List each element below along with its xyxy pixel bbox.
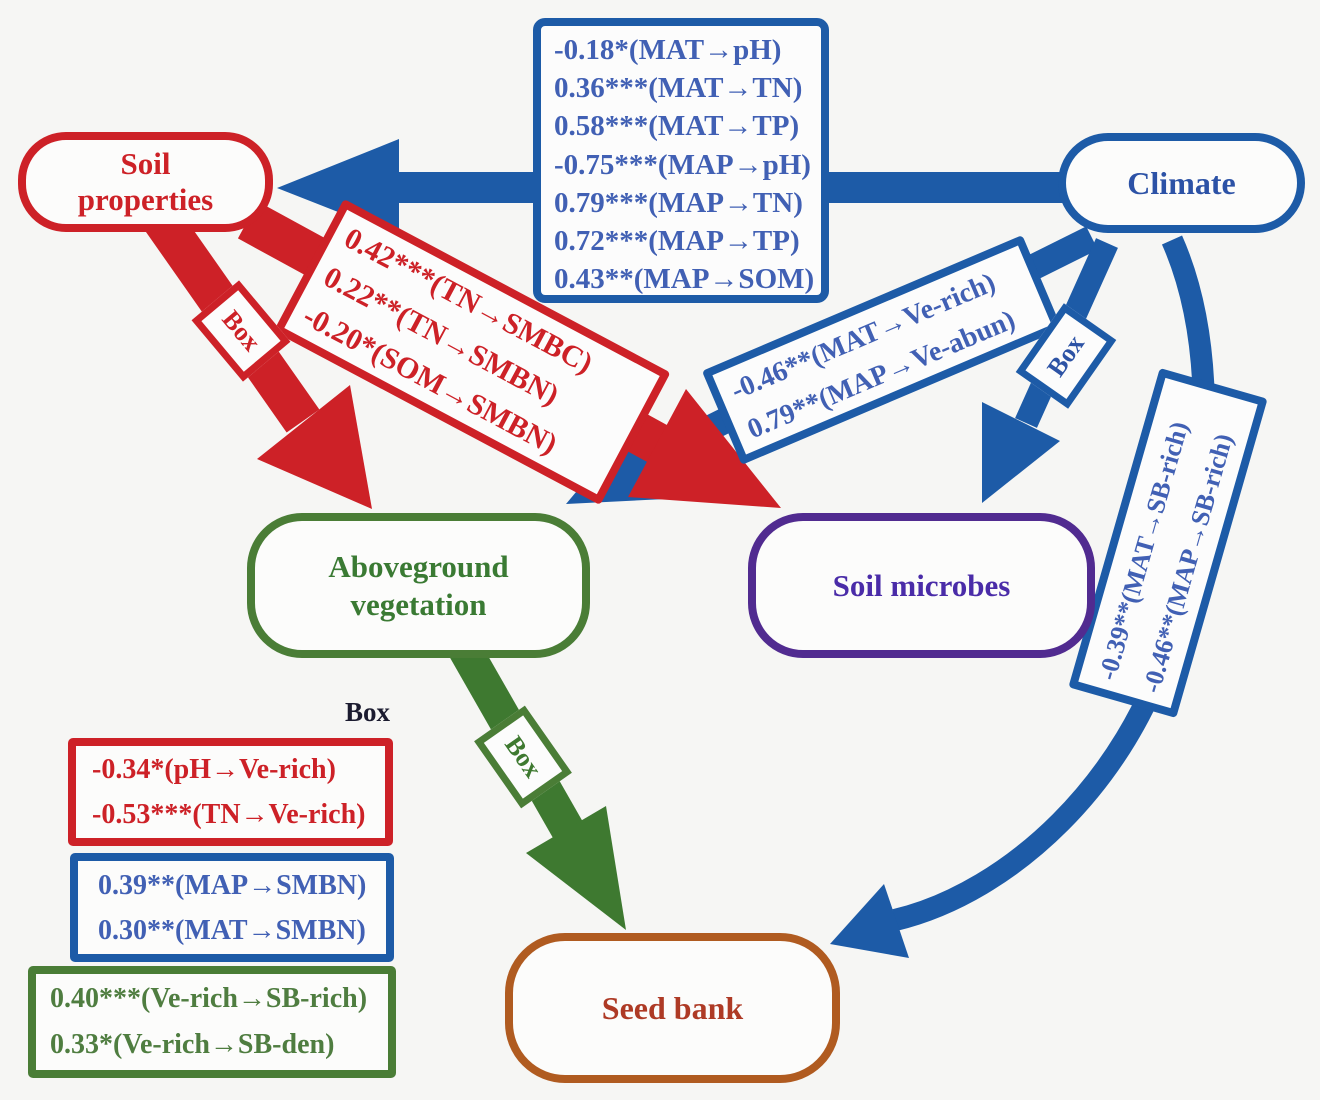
coef-line: -0.75***(MAP→pH) xyxy=(554,148,811,181)
arrow-vegetation-to-seedbank-head xyxy=(526,806,626,930)
node-soil-microbes: Soil microbes xyxy=(748,513,1095,658)
box-marker-label: Box xyxy=(216,304,267,357)
legend-line: -0.34*(pH→Ve-rich) xyxy=(92,754,336,785)
node-label: vegetation xyxy=(350,586,487,622)
coef-line: 0.72***(MAP→TP) xyxy=(554,225,800,258)
legend-title-text: Box xyxy=(344,697,390,727)
arrow-climate-to-microbes-head xyxy=(982,402,1060,503)
coef-line: 0.79***(MAP→TN) xyxy=(554,186,803,219)
node-label: Soil microbes xyxy=(832,567,1011,603)
legend-line: -0.53***(TN→Ve-rich) xyxy=(92,799,366,830)
coef-line: 0.36***(MAT→TN) xyxy=(554,72,803,105)
node-label: Climate xyxy=(1127,164,1236,201)
legend-line: 0.33*(Ve-rich→SB-den) xyxy=(50,1029,335,1060)
coef-line: 0.58***(MAT→TP) xyxy=(554,110,800,143)
node-seed-bank: Seed bank xyxy=(505,933,840,1083)
arrow-climate-to-seedbank-head xyxy=(830,884,909,958)
node-label: Seed bank xyxy=(601,989,744,1026)
node-label: properties xyxy=(77,182,214,217)
label-climate-to-soil-properties: -0.18*(MAT→pH) 0.36***(MAT→TN) 0.58***(M… xyxy=(533,18,829,303)
box-marker-label: Box xyxy=(499,730,548,783)
coef-line: -0.18*(MAT→pH) xyxy=(554,34,782,66)
legend-line: 0.40***(Ve-rich→SB-rich) xyxy=(50,983,368,1014)
legend-line: 0.30**(MAT→SMBN) xyxy=(98,914,366,946)
box-marker-label: Box xyxy=(1041,329,1090,382)
coef-line: 0.43**(MAP→SOM) xyxy=(554,263,815,296)
legend-red-box: -0.34*(pH→Ve-rich) -0.53***(TN→Ve-rich) xyxy=(68,738,393,846)
arrow-soil-to-vegetation-head xyxy=(257,385,372,509)
legend-line: 0.39**(MAP→SMBN) xyxy=(98,869,367,901)
legend-blue-box: 0.39**(MAP→SMBN) 0.30**(MAT→SMBN) xyxy=(70,853,394,962)
node-aboveground-vegetation: Aboveground vegetation xyxy=(247,513,590,658)
legend-green-box: 0.40***(Ve-rich→SB-rich) 0.33*(Ve-rich→S… xyxy=(28,966,396,1078)
node-soil-properties: Soil properties xyxy=(18,132,273,232)
node-climate: Climate xyxy=(1058,133,1305,233)
arrow-soil-to-microbes-head xyxy=(628,389,781,508)
legend-title: Box xyxy=(298,697,390,728)
node-label: Aboveground xyxy=(328,548,509,584)
node-label: Soil xyxy=(120,146,171,181)
